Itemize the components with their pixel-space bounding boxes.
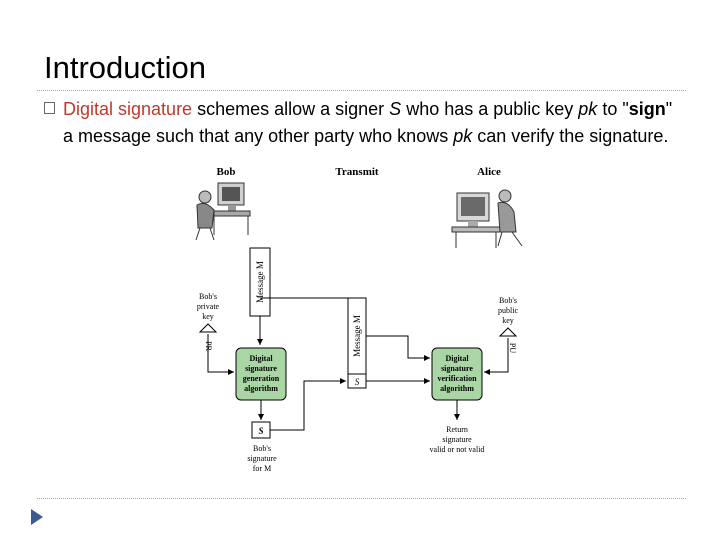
digital-signature-diagram: Bob Transmit Alice Message M Message M [195, 166, 523, 473]
public-key-label-2: public [498, 306, 518, 315]
private-key-label-3: key [202, 312, 214, 321]
bullet-fragment: schemes allow a signer [192, 99, 390, 119]
gen-label-2: signature [245, 364, 277, 373]
key-icon [498, 327, 518, 337]
gen-label-4: algorithm [244, 384, 278, 393]
bullet-fragment: to " [597, 99, 629, 119]
return-label-1: Return [446, 425, 468, 434]
alice-label: Alice [477, 166, 501, 178]
key-icon [198, 323, 218, 333]
return-label-2: signature [442, 435, 472, 444]
public-key-label-3: key [502, 316, 514, 325]
slide-title: Introduction [44, 50, 206, 85]
ver-label-1: Digital [445, 354, 469, 363]
bullet-square-icon [44, 102, 55, 114]
message-mid-label: Message M [352, 315, 362, 357]
bob-computer-icon [195, 182, 251, 241]
private-key-label-2: private [197, 302, 220, 311]
title-divider [37, 90, 686, 91]
signature-mid-label: S [355, 377, 360, 387]
transmit-label: Transmit [335, 166, 379, 178]
ver-label-2: signature [441, 364, 473, 373]
public-key-variable: pk [578, 99, 598, 119]
bob-label: Bob [217, 166, 236, 178]
bullet-fragment: who has a public key [401, 99, 579, 119]
bob-signature-3: for M [253, 464, 271, 473]
bullet-fragment: " a message such that any other party wh… [63, 99, 673, 146]
message-left-label: Message M [255, 261, 265, 303]
next-slide-arrow-icon[interactable] [29, 507, 45, 527]
highlight-term: Digital signature [63, 99, 193, 119]
signer-variable: S [389, 99, 402, 119]
sign-term: sign [628, 99, 666, 119]
bob-signature-2: signature [247, 454, 277, 463]
ver-label-3: verification [437, 374, 477, 383]
ver-label-4: algorithm [440, 384, 474, 393]
return-label-3: valid or not valid [430, 445, 485, 454]
bullet-fragment: can verify the signature. [472, 126, 669, 146]
bullet-item: Digital signature schemes allow a signer… [44, 96, 684, 150]
gen-label-1: Digital [249, 354, 273, 363]
gen-label-3: generation [243, 374, 280, 383]
public-key-symbol: PU [508, 343, 517, 353]
public-key-variable: pk [453, 126, 473, 146]
alice-computer-icon [451, 189, 523, 248]
signature-box-label: S [258, 426, 263, 436]
public-key-label-1: Bob's [499, 296, 517, 305]
private-key-label-1: Bob's [199, 292, 217, 301]
footer-divider [37, 498, 686, 499]
bob-signature-1: Bob's [253, 444, 271, 453]
bullet-text: Digital signature schemes allow a signer… [63, 96, 684, 150]
